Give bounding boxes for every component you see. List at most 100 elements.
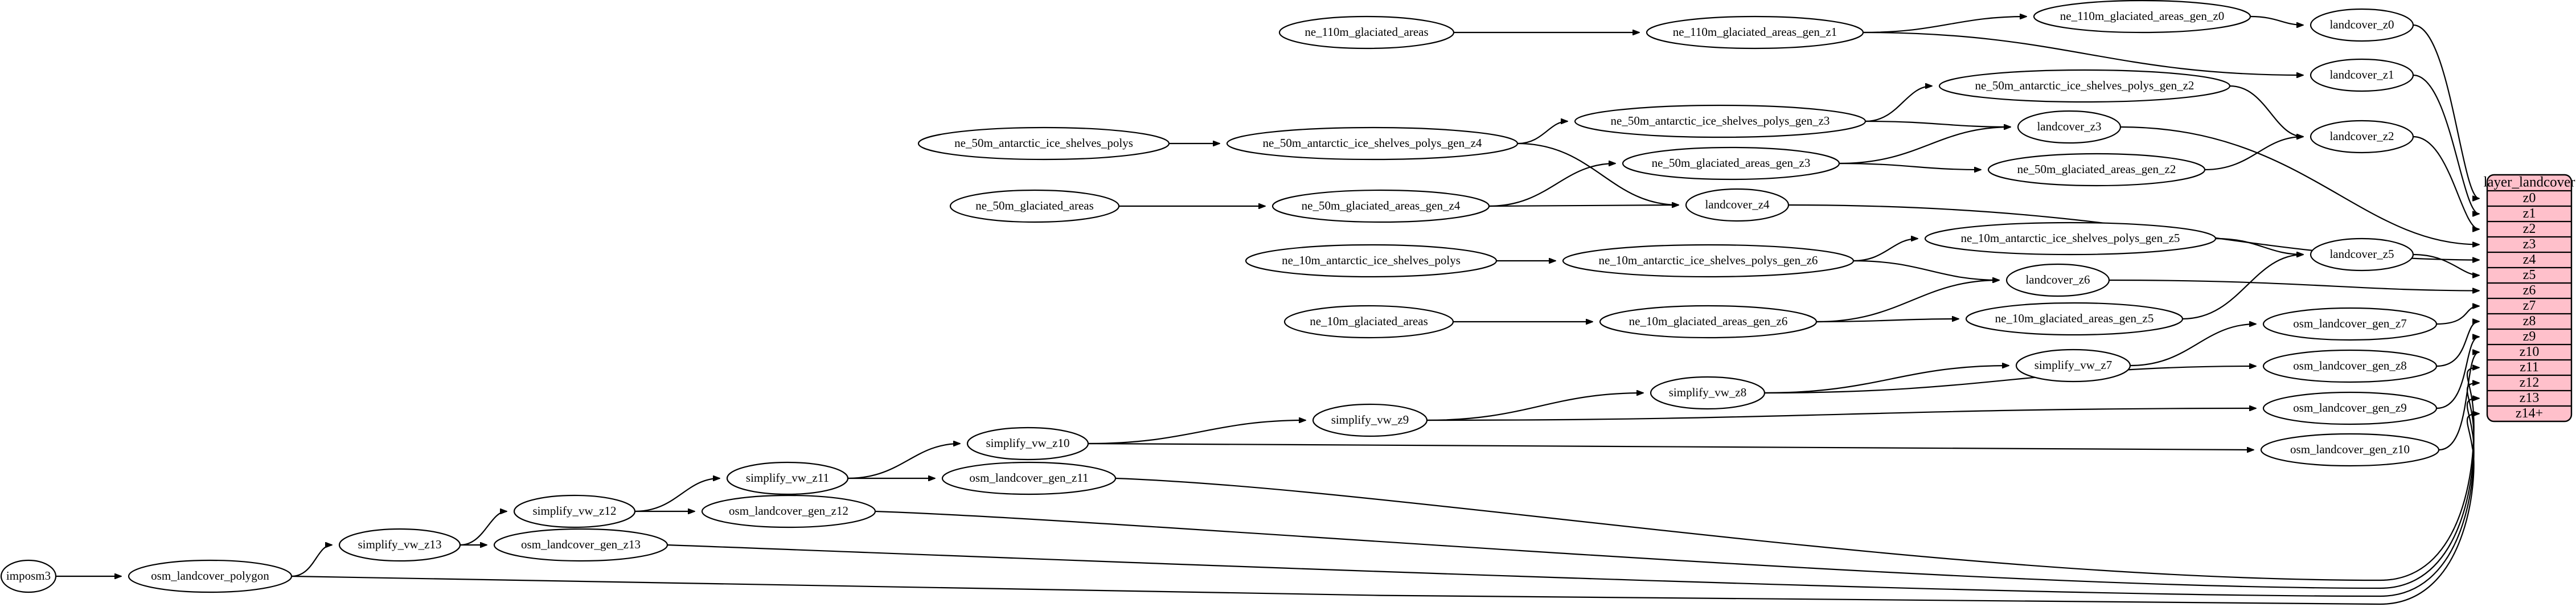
table-row-z7[interactable]: z7 xyxy=(2523,298,2536,313)
table-row-z14+[interactable]: z14+ xyxy=(2516,406,2543,421)
edge-simplify_vw_z10-to-simplify_vw_z9 xyxy=(1088,420,1306,445)
table-row-z3[interactable]: z3 xyxy=(2523,237,2536,252)
edge-osm_landcover_gen_z10-to-layer_landcover_z10 xyxy=(2438,352,2479,451)
node-label: simplify_vw_z13 xyxy=(358,538,442,551)
node-label: landcover_z6 xyxy=(2025,273,2090,286)
node-label: landcover_z5 xyxy=(2329,247,2394,261)
node-shape xyxy=(1938,69,2231,103)
node-simplify_vw_z10[interactable]: simplify_vw_z10 xyxy=(966,427,1089,461)
node-ne_50m_antarctic_ice_shelves_polys_gen_z2[interactable]: ne_50m_antarctic_ice_shelves_polys_gen_z… xyxy=(1938,69,2231,103)
node-ne_50m_glaciated_areas_gen_z4[interactable]: ne_50m_glaciated_areas_gen_z4 xyxy=(1271,189,1490,223)
node-simplify_vw_z13[interactable]: simplify_vw_z13 xyxy=(338,528,461,562)
node-simplify_vw_z11[interactable]: simplify_vw_z11 xyxy=(726,461,849,495)
node-shape xyxy=(941,461,1117,495)
node-landcover_z5[interactable]: landcover_z5 xyxy=(2310,237,2414,272)
node-label: landcover_z0 xyxy=(2329,18,2394,31)
table-row-z13[interactable]: z13 xyxy=(2520,391,2540,405)
node-ne_10m_antarctic_ice_shelves_polys[interactable]: ne_10m_antarctic_ice_shelves_polys xyxy=(1245,244,1498,278)
node-osm_landcover_gen_z13[interactable]: osm_landcover_gen_z13 xyxy=(493,528,668,562)
edge-ne_50m_antarctic_ice_shelves_polys_gen_z3-to-landcover_z3 xyxy=(1865,120,2011,127)
node-shape xyxy=(1226,126,1519,161)
node-ne_110m_glaciated_areas_gen_z0[interactable]: ne_110m_glaciated_areas_gen_z0 xyxy=(2033,0,2251,34)
node-imposm3[interactable]: imposm3 xyxy=(0,559,57,593)
node-landcover_z2[interactable]: landcover_z2 xyxy=(2310,120,2414,154)
edge-landcover_z5-to-layer_landcover_z5 xyxy=(2413,253,2479,276)
node-ne_50m_antarctic_ice_shelves_polys[interactable]: ne_50m_antarctic_ice_shelves_polys xyxy=(917,126,1170,161)
table-row-z9[interactable]: z9 xyxy=(2523,329,2536,344)
table-row-z10[interactable]: z10 xyxy=(2520,345,2540,359)
node-shape xyxy=(2262,391,2438,425)
node-ne_10m_glaciated_areas_gen_z5[interactable]: ne_10m_glaciated_areas_gen_z5 xyxy=(1965,302,2184,336)
node-landcover_z1[interactable]: landcover_z1 xyxy=(2310,58,2414,92)
table-row-z1[interactable]: z1 xyxy=(2523,206,2536,221)
edge-simplify_vw_z9-to-osm_landcover_gen_z9 xyxy=(1426,408,2256,421)
node-ne_110m_glaciated_areas[interactable]: ne_110m_glaciated_areas xyxy=(1278,15,1455,50)
node-ne_50m_glaciated_areas[interactable]: ne_50m_glaciated_areas xyxy=(949,189,1120,223)
node-label: ne_50m_glaciated_areas xyxy=(975,199,1094,212)
node-landcover_z6[interactable]: landcover_z6 xyxy=(2005,263,2110,297)
node-osm_landcover_gen_z11[interactable]: osm_landcover_gen_z11 xyxy=(941,461,1117,495)
node-ne_10m_antarctic_ice_shelves_polys_gen_z6[interactable]: ne_10m_antarctic_ice_shelves_polys_gen_z… xyxy=(1562,244,1855,278)
node-label: osm_landcover_gen_z11 xyxy=(969,471,1088,485)
node-ne_10m_glaciated_areas[interactable]: ne_10m_glaciated_areas xyxy=(1283,305,1454,339)
edge-simplify_vw_z12-to-simplify_vw_z11 xyxy=(634,478,720,512)
node-label: simplify_vw_z7 xyxy=(2034,358,2113,372)
node-simplify_vw_z12[interactable]: simplify_vw_z12 xyxy=(513,494,636,528)
node-shape xyxy=(1650,376,1766,410)
node-osm_landcover_gen_z9[interactable]: osm_landcover_gen_z9 xyxy=(2262,391,2438,425)
layer-landcover-table: layer_landcoverz0z1z2z3z4z5z6z7z8z9z10z1… xyxy=(2483,174,2575,423)
node-label: ne_10m_antarctic_ice_shelves_polys_gen_z… xyxy=(1599,253,1818,267)
table-row-z12[interactable]: z12 xyxy=(2520,375,2540,390)
node-ne_50m_antarctic_ice_shelves_polys_gen_z4[interactable]: ne_50m_antarctic_ice_shelves_polys_gen_z… xyxy=(1226,126,1519,161)
node-simplify_vw_z7[interactable]: simplify_vw_z7 xyxy=(2015,348,2131,383)
node-ne_50m_glaciated_areas_gen_z2[interactable]: ne_50m_glaciated_areas_gen_z2 xyxy=(1987,153,2206,187)
table-row-z2[interactable]: z2 xyxy=(2523,222,2536,236)
edge-ne_110m_glaciated_areas_gen_z0-to-landcover_z0 xyxy=(2250,15,2303,25)
edge-ne_50m_antarctic_ice_shelves_polys_gen_z2-to-landcover_z2 xyxy=(2229,85,2303,137)
node-label: ne_10m_antarctic_ice_shelves_polys_gen_z… xyxy=(1961,231,2180,245)
node-simplify_vw_z8[interactable]: simplify_vw_z8 xyxy=(1650,376,1766,410)
node-ne_50m_glaciated_areas_gen_z3[interactable]: ne_50m_glaciated_areas_gen_z3 xyxy=(1622,146,1840,181)
node-label: ne_50m_glaciated_areas_gen_z3 xyxy=(1652,156,1811,170)
node-ne_10m_glaciated_areas_gen_z6[interactable]: ne_10m_glaciated_areas_gen_z6 xyxy=(1599,305,1818,339)
node-landcover_z0[interactable]: landcover_z0 xyxy=(2310,8,2414,42)
node-label: osm_landcover_gen_z8 xyxy=(2293,359,2406,372)
table-row-z11[interactable]: z11 xyxy=(2520,360,2539,375)
node-ne_50m_antarctic_ice_shelves_polys_gen_z3[interactable]: ne_50m_antarctic_ice_shelves_polys_gen_z… xyxy=(1574,104,1867,138)
node-ne_10m_antarctic_ice_shelves_polys_gen_z5[interactable]: ne_10m_antarctic_ice_shelves_polys_gen_z… xyxy=(1924,222,2217,256)
node-shape xyxy=(338,528,461,562)
edge-ne_10m_antarctic_ice_shelves_polys_gen_z5-to-landcover_z5 xyxy=(2215,237,2303,255)
edge-osm_landcover_gen_z11-to-layer_landcover_z11 xyxy=(1115,368,2479,581)
edge-osm_landcover_gen_z8-to-layer_landcover_z8 xyxy=(2436,322,2479,367)
edge-landcover_z6-to-layer_landcover_z6 xyxy=(2109,279,2479,291)
node-shape xyxy=(493,528,668,562)
table-row-z0[interactable]: z0 xyxy=(2523,191,2536,206)
node-osm_landcover_gen_z8[interactable]: osm_landcover_gen_z8 xyxy=(2262,349,2438,383)
node-shape xyxy=(2017,110,2122,144)
edge-ne_50m_antarctic_ice_shelves_polys_gen_z3-to-ne_50m_antarctic_ice_shelves_polys_gen_z2 xyxy=(1865,86,1932,122)
node-osm_landcover_gen_z7[interactable]: osm_landcover_gen_z7 xyxy=(2262,307,2438,341)
edge-ne_110m_glaciated_areas_gen_z1-to-landcover_z1 xyxy=(1863,31,2303,75)
edge-ne_50m_glaciated_areas_gen_z4-to-ne_50m_glaciated_areas_gen_z3 xyxy=(1488,163,1615,207)
node-label: osm_landcover_gen_z13 xyxy=(521,538,641,551)
node-osm_landcover_gen_z12[interactable]: osm_landcover_gen_z12 xyxy=(701,494,876,528)
node-landcover_z3[interactable]: landcover_z3 xyxy=(2017,110,2122,144)
table-header-label: layer_landcover xyxy=(2483,175,2575,190)
node-simplify_vw_z9[interactable]: simplify_vw_z9 xyxy=(1312,403,1428,437)
table-row-z8[interactable]: z8 xyxy=(2523,314,2536,329)
node-ne_110m_glaciated_areas_gen_z1[interactable]: ne_110m_glaciated_areas_gen_z1 xyxy=(1646,15,1864,50)
node-landcover_z4[interactable]: landcover_z4 xyxy=(1685,188,1790,222)
node-osm_landcover_polygon[interactable]: osm_landcover_polygon xyxy=(128,559,293,593)
node-shape xyxy=(726,461,849,495)
edge-osm_landcover_gen_z12-to-layer_landcover_z12 xyxy=(875,383,2479,589)
edge-landcover_z3-to-layer_landcover_z3 xyxy=(2120,126,2479,245)
node-label: simplify_vw_z8 xyxy=(1669,386,1747,399)
table-row-z6[interactable]: z6 xyxy=(2523,283,2536,298)
node-label: simplify_vw_z9 xyxy=(1331,413,1409,427)
table-row-z5[interactable]: z5 xyxy=(2523,268,2536,282)
table-row-z4[interactable]: z4 xyxy=(2523,252,2536,267)
edge-ne_10m_antarctic_ice_shelves_polys_gen_z6-to-ne_10m_antarctic_ice_shelves_polys_gen_z5 xyxy=(1853,239,1918,262)
node-shape xyxy=(2005,263,2110,297)
node-osm_landcover_gen_z10[interactable]: osm_landcover_gen_z10 xyxy=(2260,433,2440,467)
